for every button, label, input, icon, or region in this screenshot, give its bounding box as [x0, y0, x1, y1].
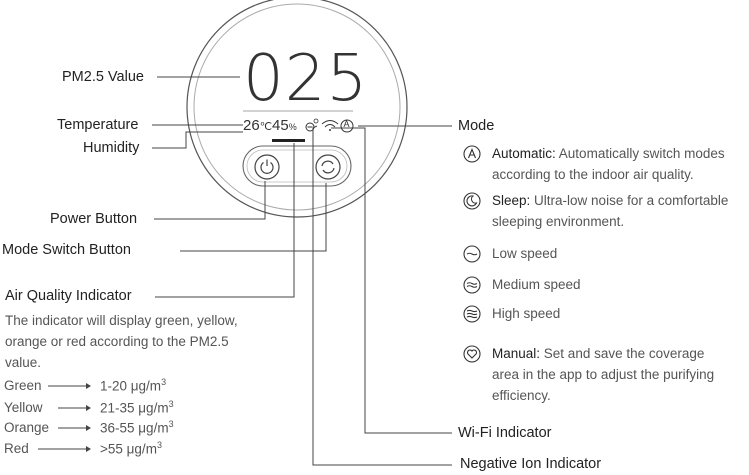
pm25-label: PM2.5 Value: [62, 69, 144, 85]
level-orange-range: 36-55 μg/m3: [100, 419, 174, 436]
device-outer-ring: [186, 0, 408, 218]
level-yellow-name: Yellow: [4, 400, 43, 415]
auto-mode-icon: [463, 145, 481, 163]
level-green-range: 1-20 μg/m3: [100, 377, 167, 394]
manual-mode-icon: [463, 345, 481, 363]
temperature-label: Temperature: [57, 117, 139, 133]
auto-letter: A: [343, 119, 350, 129]
display-auto-icon: [340, 119, 354, 133]
negative-ion-label: Negative Ion Indicator: [460, 456, 602, 472]
display-wifi-icon: [321, 120, 339, 128]
mode-button-ring: [315, 154, 341, 180]
button-bezel-inner: [246, 149, 348, 183]
button-bezel: [242, 145, 352, 187]
level-yellow-range: 21-35 μg/m3: [100, 399, 174, 416]
level-green-name: Green: [4, 378, 42, 393]
temperature-unit: ℃: [259, 121, 273, 133]
display-readouts: 26℃45%: [243, 118, 297, 133]
level-red-name: Red: [4, 441, 29, 456]
medium-speed-icon: [463, 276, 481, 294]
mode-manual-desc: Manual: Set and save the coverage area i…: [492, 346, 715, 403]
humidity-value: 45: [272, 117, 289, 134]
humidity-label: Humidity: [83, 140, 140, 156]
mode-label: Mode: [458, 118, 495, 134]
high-speed-icon: [463, 305, 481, 323]
air-quality-bar: [272, 139, 305, 142]
display-ion-icon: [305, 122, 315, 132]
level-red-range: >55 μg/m3: [100, 440, 162, 457]
mode-switch-label: Mode Switch Button: [2, 242, 131, 258]
air-quality-note: The indicator will display green, yellow…: [5, 313, 238, 370]
mode-high-desc: High speed: [492, 306, 561, 321]
level-orange-name: Orange: [4, 420, 50, 435]
mode-low-desc: Low speed: [492, 246, 558, 261]
sleep-mode-icon: [463, 192, 481, 210]
humidity-unit: %: [288, 122, 297, 132]
mode-sleep-desc: Sleep: Ultra-low noise for a comfortable…: [492, 193, 729, 229]
device-inner-ring: [193, 3, 401, 211]
temperature-value: 26: [243, 117, 260, 134]
air-quality-label: Air Quality Indicator: [5, 288, 132, 304]
low-speed-icon: [463, 245, 481, 263]
power-glyph: [260, 162, 274, 174]
pm25-display-value: 025: [243, 42, 369, 116]
power-button-ring: [254, 154, 280, 180]
mode-glyph: [321, 160, 335, 174]
mode-auto-desc: Automatic: Automatically switch modes ac…: [492, 146, 725, 182]
mode-medium-desc: Medium speed: [492, 277, 581, 292]
power-button-label: Power Button: [50, 211, 138, 227]
wifi-indicator-label: Wi-Fi Indicator: [458, 425, 552, 441]
